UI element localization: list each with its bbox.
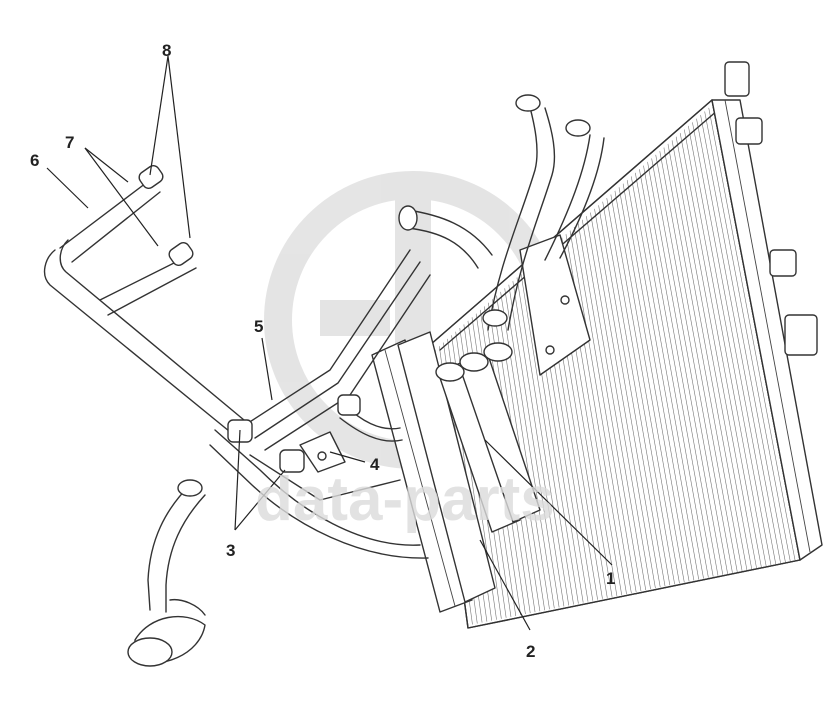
receiver-dryer [371,331,496,613]
radiator-fin [658,146,738,573]
callout-6: 6 [30,151,39,170]
radiator-fin [613,185,685,584]
upper-hoses [398,94,605,331]
cooler-tubes [435,342,541,533]
radiator-fin [609,188,681,585]
radiator-fin [597,199,666,588]
callout-2: 2 [526,642,535,661]
callout-5: 5 [254,317,263,336]
bracket-plate [519,234,591,376]
radiator-fin [621,178,695,582]
radiator-fin [511,273,565,609]
radiator-fin [707,105,796,562]
radiator-fin [666,139,748,571]
radiator-fin [642,160,719,577]
leader-lines [46,55,613,631]
callout-8: 8 [162,41,171,60]
radiator-fin [679,128,762,568]
radiator-fin [670,135,753,570]
radiator-fin [519,266,575,607]
radiator-fin [572,220,637,594]
radiator-fin [499,284,551,612]
watermark-text: data-parts [255,465,555,534]
radiator-fin [638,163,714,578]
radiator-fin [683,124,767,567]
radiator-fin [576,217,642,593]
radiator-fin [691,117,777,565]
radiator-fin [687,121,772,566]
radiator-fin [589,206,656,590]
radiator-fin [568,224,632,595]
radiator-fin [593,202,661,589]
radiator-fin [629,170,705,580]
radiator-fin [515,270,570,608]
callout-7: 7 [65,133,74,152]
radiator-fin [650,153,729,575]
radiator-fin [507,277,560,610]
radiator-fin [703,107,791,563]
radiator-fin [580,213,647,592]
radiator-fin [699,110,786,564]
radiator-fin [634,167,709,579]
callout-1: 1 [606,569,615,588]
radiator-fin [585,210,652,591]
radiator-fin [662,142,743,572]
radiator-fin [646,156,724,576]
radiator-fin [605,192,676,586]
radiator-fin [625,174,700,581]
radiator-fin [503,281,555,611]
callout-4: 4 [370,455,380,474]
radiator-fin [674,131,757,569]
radiator-fin [601,195,671,587]
callout-3: 3 [226,541,235,560]
radiator-fin [617,181,690,583]
radiator-fin [695,114,782,564]
lower-pipe [127,479,206,667]
radiator-fin [654,149,733,574]
pipe-assembly [43,164,431,559]
